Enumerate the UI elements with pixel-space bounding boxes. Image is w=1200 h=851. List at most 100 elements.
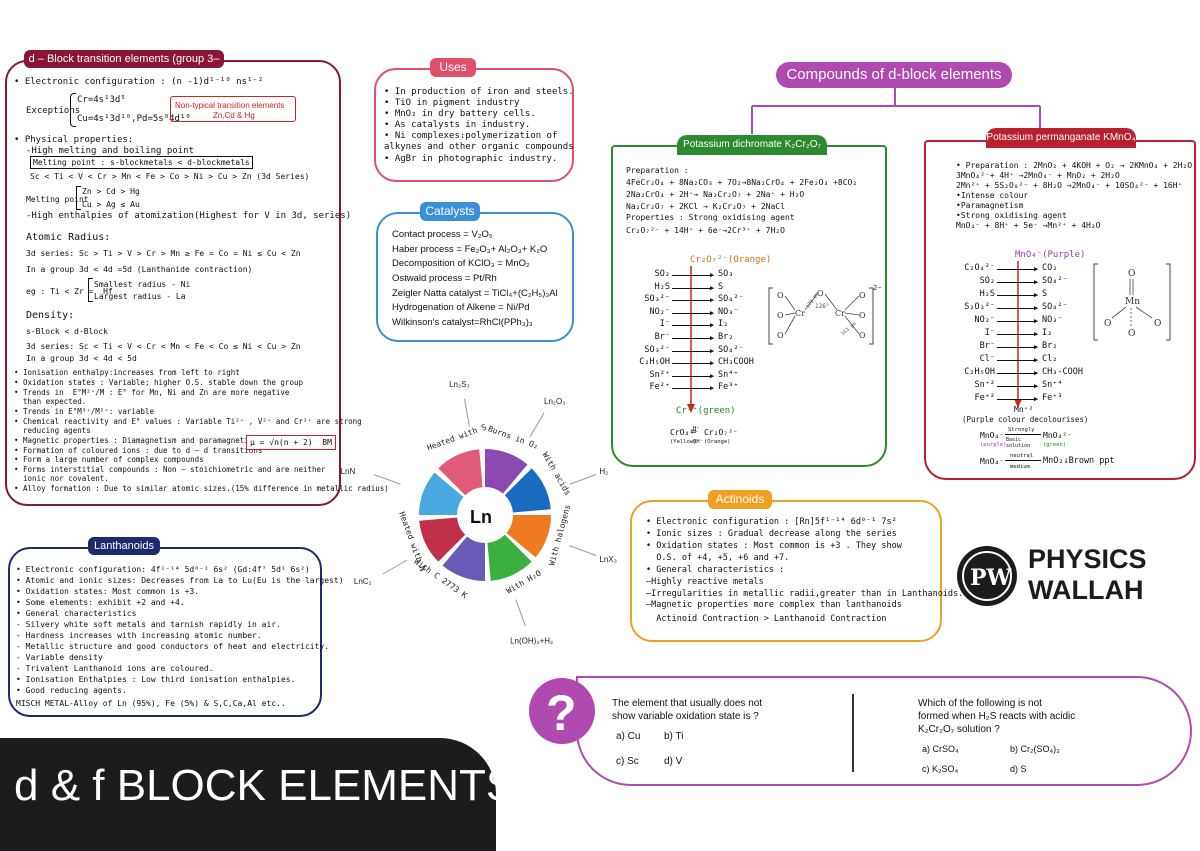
dichromate-line: Na₂Cr₂O₇ + 2KCl → K₂Cr₂O₇ + 2NaCl <box>626 202 785 211</box>
ln-product-label: Ln(OH)₃+H₂ <box>510 636 553 645</box>
pm-o-mid: O <box>1128 329 1135 339</box>
svg-text:Cr: Cr <box>795 309 805 318</box>
permanganate-product: NO₃⁻ <box>1042 315 1063 325</box>
permanganate-arrowhead: ▶ <box>1034 343 1039 351</box>
ln-product-arrow <box>569 474 597 485</box>
ln-line: • Ionisation Enthalpies : Low third ioni… <box>16 675 296 684</box>
ln-wheel-segment <box>485 449 528 494</box>
eg-label: eg : Ti < Zr = Hf <box>26 287 113 296</box>
permanganate-reactant: Cl⁻ <box>979 354 995 364</box>
eg-brace <box>88 278 93 302</box>
dichromate-header: Potassium dichromate K₂Cr₂O₇ <box>677 135 827 155</box>
ln-line: • Some elements: exhibit +2 and +4. <box>16 598 185 607</box>
dblock-bullet: • Ionisation enthalpy:increases from lef… <box>14 368 240 377</box>
svg-text:O: O <box>777 331 784 340</box>
dichromate-arrowhead: ▶ <box>710 384 715 393</box>
dichromate-product: I₂ <box>718 319 729 330</box>
dichromate-reactant: I⁻ <box>659 319 670 330</box>
quiz-q1-option[interactable]: b) Ti <box>664 731 684 742</box>
neutral-arrow <box>1005 460 1041 461</box>
dichromate-arrow <box>672 350 712 352</box>
basic-left-sub: (purple) <box>980 442 1007 448</box>
permanganate-arrowhead: ▶ <box>1034 278 1039 286</box>
quiz-q1-option[interactable]: d) V <box>664 756 683 767</box>
mp-zn: Zn > Cd > Hg <box>82 187 140 196</box>
ln-product-arrow <box>569 545 597 556</box>
dichromate-structure: O O O Cr O Cr O O O 2− 179 pm 126° 163 p… <box>768 284 881 345</box>
basic-bot: Basic solution <box>1006 437 1031 449</box>
dichromate-arrow <box>687 266 695 413</box>
ln-product-label: Ln₂S₃ <box>449 380 470 389</box>
uses-line: • Ni complexes:polymerization of <box>384 131 558 141</box>
permanganate-reactant: C₂H₅OH <box>964 367 995 377</box>
svg-text:Cr: Cr <box>835 309 845 318</box>
quiz-q2b: formed when H₂S reacts with acidic <box>918 711 1076 722</box>
svg-text:O: O <box>777 291 784 300</box>
permanganate-line: •Paramagnetism <box>956 201 1024 210</box>
dichromate-eq-arrows: ⇌ <box>691 427 697 437</box>
uses-line: • AgBr in photographic industry. <box>384 154 558 164</box>
high-mp: -High melting and boiling point <box>26 146 194 156</box>
dichromate-line: 2Na₂CrO₄ + 2H⁺→ Na₂Cr₂O₇ + 2Na⁺ + H₂O <box>626 190 805 199</box>
permanganate-decolour: (Purple colour decolourises) <box>962 415 1089 424</box>
permanganate-top-label: MnO₄⁻(Purple) <box>1015 250 1086 260</box>
quiz-q2-option[interactable]: d) S <box>1010 764 1027 774</box>
dichromate-orange: Cr₂O₇²⁻(Orange) <box>690 255 772 265</box>
nontypical-box <box>170 96 296 122</box>
svg-text:O: O <box>859 291 866 300</box>
ln-line: • Atomic and ionic sizes: Decreases from… <box>16 576 344 585</box>
question-mark: ? <box>546 685 577 741</box>
act-line: O.S. of +4, +5, +6 and +7. <box>646 553 790 563</box>
pm-o-left: O <box>1104 319 1111 329</box>
ar-group: In a group 3d < 4d =5d (Lanthanide contr… <box>26 265 253 274</box>
dichromate-arrowhead: ▶ <box>710 308 715 317</box>
permanganate-line: •Strong oxidising agent <box>956 211 1067 220</box>
ln-condition-label: With halogens <box>547 503 572 566</box>
ln-product-label: LnN <box>341 467 356 476</box>
catalyst-line: Contact process = V₂O₅ <box>392 229 493 240</box>
mp-brace <box>76 186 81 210</box>
ln-product-label: LnC₂ <box>354 577 372 586</box>
pw-logo-letters: PW <box>970 565 1012 591</box>
title-banner <box>0 738 496 851</box>
permanganate-arrowhead: ▶ <box>1034 330 1039 338</box>
dblock-bullet: • Trends in E°M²⁺/M : E° for Mn, Ni and … <box>14 388 290 397</box>
dichromate-arrowhead: ▶ <box>710 359 715 368</box>
dichromate-arrow <box>672 300 712 302</box>
dichromate-product: Br₂ <box>718 332 734 342</box>
actinoids-header: Actinoids <box>708 490 772 509</box>
ln-line: • Good reducing agents. <box>16 686 127 695</box>
permanganate-arrowhead: ▶ <box>1034 369 1039 377</box>
dichromate-line: Cr₂O₇²⁻ + 14H⁺ + 6e⁻→2Cr³⁺ + 7H₂O <box>626 226 785 235</box>
permanganate-product: I₂ <box>1042 328 1053 338</box>
dichromate-bottom-label: Cr³⁺(green) <box>676 406 736 416</box>
phys-props: • Physical properties: <box>14 135 134 145</box>
quiz-q2-option[interactable]: a) CrSO₄ <box>922 744 959 754</box>
dichromate-reactant: Fe²⁺ <box>649 382 670 393</box>
dblock-config: • Electronic configuration : (n -1)d¹⁻¹⁰… <box>14 77 264 87</box>
ln-wheel: Ln₂S₃Ln₂O₃H₂LnX₃Ln(OH)₃+H₂LnC₂LnNHeated … <box>341 380 617 645</box>
permanganate-arrow <box>997 399 1036 400</box>
permanganate-reactant: NO₂⁻ <box>974 315 995 325</box>
ln-product-arrow <box>373 474 401 485</box>
quiz-q1-option[interactable]: a) Cu <box>616 731 641 742</box>
svg-text:O: O <box>777 311 784 320</box>
quiz-q2-option[interactable]: b) Cr₂(SO₄)₃ <box>1010 744 1060 754</box>
ln-product-label: Ln₂O₃ <box>544 397 565 406</box>
dichromate-angle: 126° <box>815 303 829 310</box>
act-line: • Oxidation states : Most common is +3 .… <box>646 541 902 551</box>
quiz-q2-option[interactable]: c) K₂SO₄ <box>922 764 959 774</box>
quiz-divider <box>852 694 854 772</box>
permanganate-reactant: Br⁻ <box>979 341 995 351</box>
series-3d: Sc < Ti < V < Cr > Mn < Fe > Co > Ni > C… <box>30 172 310 181</box>
quiz-q1-option[interactable]: c) Sc <box>616 756 639 767</box>
permanganate-arrow <box>1014 261 1022 408</box>
dichromate-arrow <box>672 287 712 289</box>
act-line: –Irregularities in metallic radii,greate… <box>646 589 964 599</box>
mp-cu: Cu > Ag ≤ Au <box>82 200 140 209</box>
permanganate-line: MnO₄⁻ + 8H⁺ + 5e⁻ →Mn²⁺ + 4H₂O <box>956 221 1101 230</box>
lanthanoids-panel <box>8 547 322 717</box>
permanganate-arrow <box>997 269 1036 270</box>
dichromate-arrowhead: ▶ <box>710 371 715 380</box>
ln-wheel-segment <box>419 472 464 515</box>
